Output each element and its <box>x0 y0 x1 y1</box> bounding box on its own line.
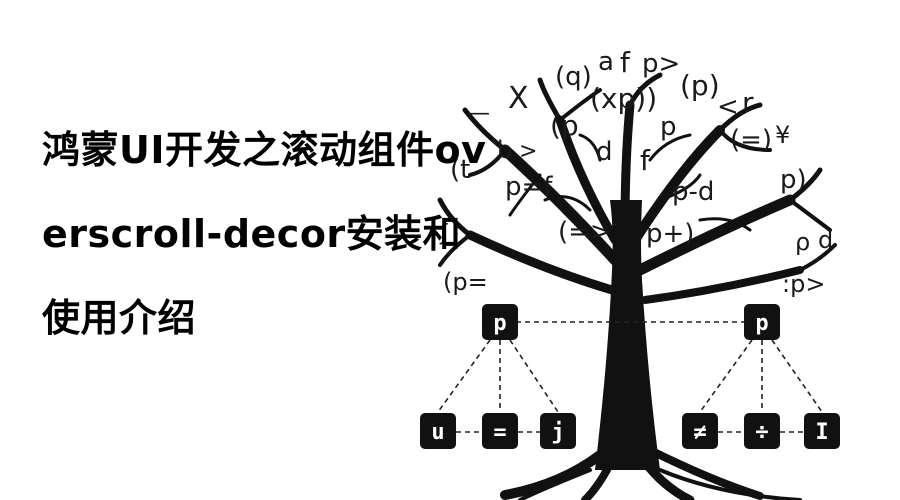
canopy-symbol: ρ <box>795 228 810 256</box>
canopy-symbol: f <box>620 46 631 79</box>
article-title-line-3: 使用介绍 <box>42 296 197 340</box>
canopy-symbol: p> <box>642 49 680 79</box>
canopy-symbol: (t <box>450 155 470 185</box>
article-title: 鸿蒙UI开发之滚动组件ov erscroll-decor安装和 使用介绍 <box>42 108 512 360</box>
tree-trunk <box>595 200 660 470</box>
canopy-symbol: (p= <box>443 268 488 296</box>
canopy-symbol: p-d <box>672 177 714 207</box>
node-connectors <box>437 321 823 433</box>
top-node-right: p <box>744 304 780 340</box>
leaf-node: j <box>540 413 576 449</box>
top-node-right-label: p <box>755 311 768 336</box>
canopy-symbol: X <box>508 81 529 116</box>
tree-branches <box>437 72 837 304</box>
leaf-node: I <box>804 413 840 449</box>
canopy-symbol: ʃ <box>439 221 448 246</box>
leaf-node: ÷ <box>744 413 780 449</box>
canopy-symbol: < <box>717 92 739 122</box>
canopy-symbol: (p <box>550 109 579 142</box>
canopy-symbol: p=f <box>505 172 553 202</box>
article-title-line-1: 鸿蒙UI开发之滚动组件ov <box>42 128 487 172</box>
leaf-node-label: u <box>431 420 444 445</box>
leaf-node-label: j <box>551 420 564 445</box>
canopy-symbols: X (q) a f p> (p) (xp)) < r (p p d f (=) … <box>439 46 833 298</box>
leaf-node-label: = <box>493 420 506 445</box>
leaf-node: u <box>420 413 456 449</box>
canopy-symbol: ¥ <box>775 121 790 149</box>
canopy-symbol: d <box>818 226 833 254</box>
top-node-left: p <box>482 304 518 340</box>
canopy-symbol: — <box>468 101 490 126</box>
canopy-symbol: p+) <box>646 219 694 249</box>
canopy-symbol: (=> <box>558 217 612 247</box>
canopy-symbol: :p> <box>782 270 825 298</box>
leaf-node: ≠ <box>682 413 718 449</box>
canopy-symbol: d <box>596 137 613 167</box>
canopy-symbol: p <box>660 112 677 142</box>
canopy-symbol: b <box>497 136 512 164</box>
canopy-symbol: f <box>640 144 651 177</box>
canopy-symbol: (xp)) <box>590 82 657 115</box>
canopy-symbol: (p) <box>680 69 720 102</box>
canopy-symbol: (q) <box>555 62 592 92</box>
canopy-symbol: a <box>598 47 614 77</box>
leaf-node-label: I <box>815 420 828 445</box>
canopy-symbol: > <box>519 139 537 164</box>
top-node-left-label: p <box>493 311 506 336</box>
canopy-symbol: (=) <box>730 125 772 155</box>
article-title-line-2: erscroll-decor安装和 <box>42 212 462 256</box>
canopy-symbol: p) <box>780 165 807 195</box>
leaf-node-label: ÷ <box>755 420 768 445</box>
leaf-node: = <box>482 413 518 449</box>
leaf-node-label: ≠ <box>693 420 706 445</box>
canopy-symbol: r <box>742 86 754 119</box>
